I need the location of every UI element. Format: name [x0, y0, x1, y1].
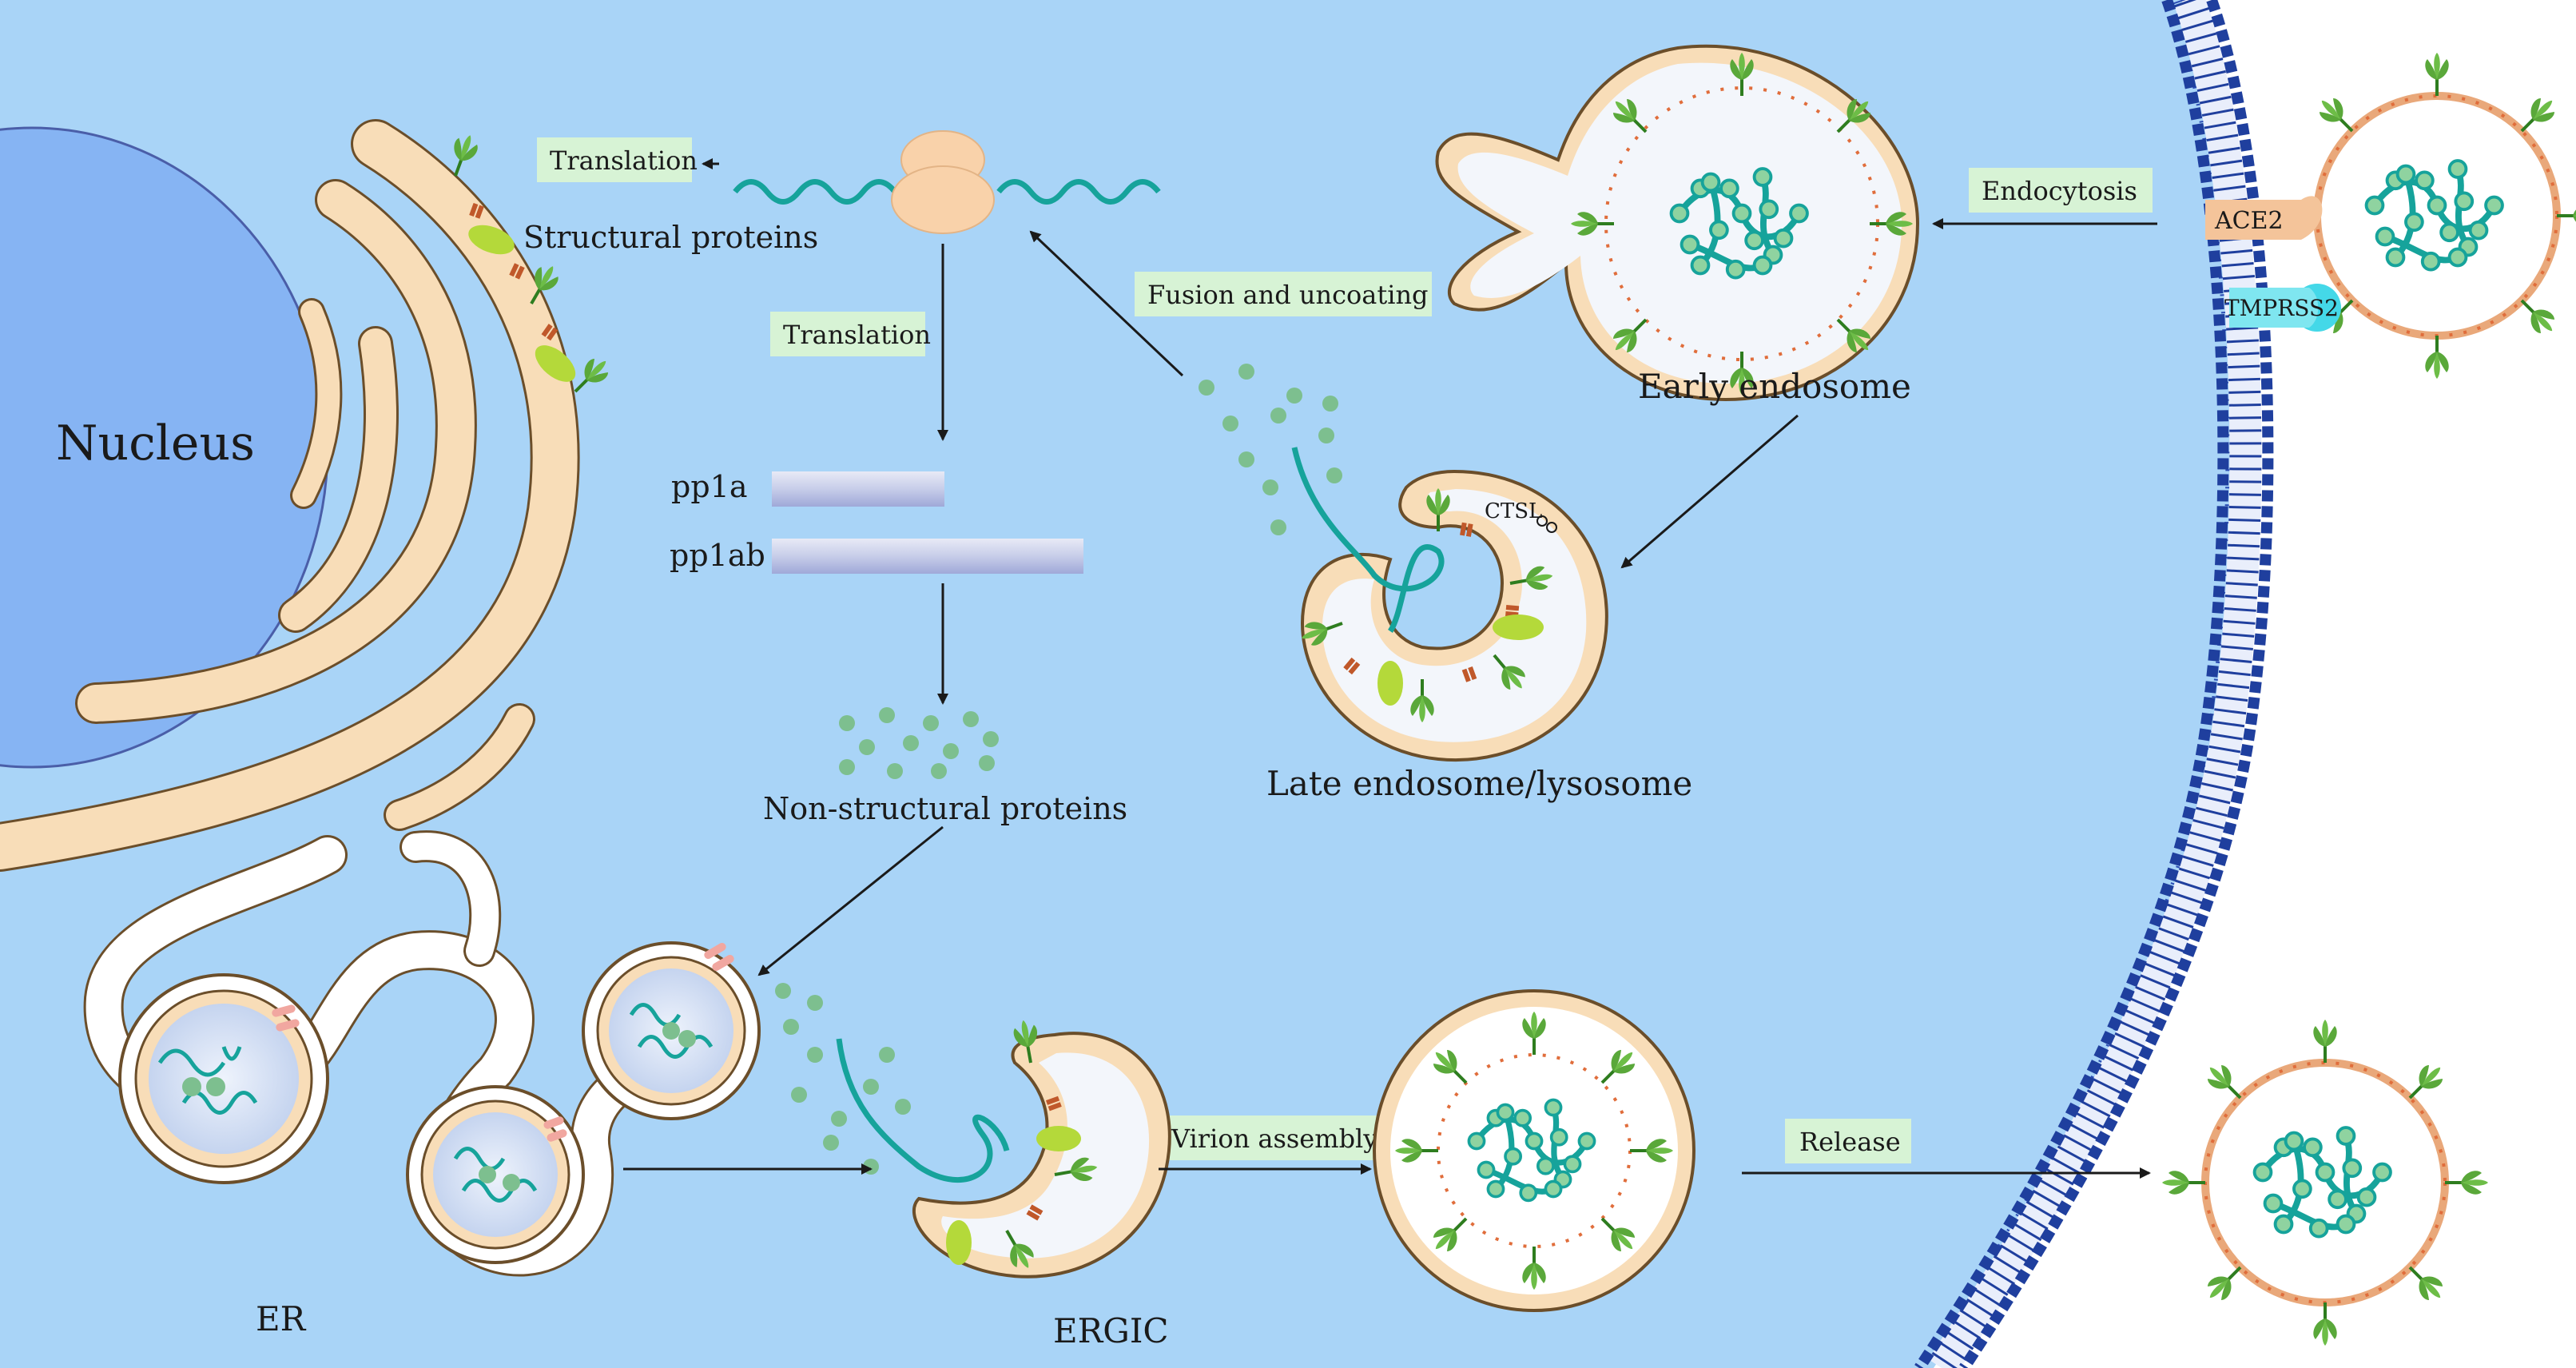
- assembled-virion-vesicle: [1373, 989, 1695, 1312]
- svg-text:ACE2: ACE2: [2214, 207, 2284, 235]
- step-virion-assembly: Virion assembly: [1160, 1115, 1385, 1160]
- ctsl-scissors-icon: CTSL: [1485, 499, 1557, 533]
- step-endocytosis: Endocytosis: [1969, 168, 2153, 213]
- step-translation-top: Translation: [537, 137, 698, 182]
- late-endosome: [1291, 447, 1608, 762]
- pp1ab-label: pp1ab: [670, 538, 765, 573]
- svg-text:Release: Release: [1799, 1127, 1901, 1157]
- svg-text:CTSL: CTSL: [1485, 499, 1542, 523]
- tmprss2-protease: TMPRSS2: [2224, 284, 2341, 332]
- svg-text:Fusion and uncoating: Fusion and uncoating: [1147, 280, 1429, 310]
- structural-proteins-label: Structural proteins: [523, 220, 818, 255]
- flow-arrows: [623, 158, 2157, 1179]
- svg-text:Translation: Translation: [550, 145, 698, 176]
- ergic-compartment: [836, 1016, 1171, 1279]
- ergic-protein-dots: [775, 983, 911, 1175]
- early-endosome: [1435, 44, 1920, 402]
- non-structural-protein-dots: [839, 707, 999, 779]
- nucleus-label: Nucleus: [56, 416, 255, 471]
- pp1a-bar: [772, 471, 944, 507]
- svg-text:Endocytosis: Endocytosis: [1982, 176, 2137, 206]
- released-virion: [2161, 1018, 2490, 1347]
- step-translation-mid: Translation: [770, 312, 931, 356]
- non-structural-proteins-label: Non-structural proteins: [763, 791, 1127, 826]
- step-release: Release: [1785, 1119, 1911, 1163]
- pp1a-label: pp1a: [671, 469, 747, 504]
- step-fusion-uncoating: Fusion and uncoating: [1135, 272, 1432, 316]
- mrna-ribosome: [733, 130, 1161, 234]
- svg-text:Virion assembly: Virion assembly: [1171, 1123, 1377, 1154]
- endoplasmic-reticulum: [0, 119, 580, 872]
- svg-text:TMPRSS2: TMPRSS2: [2224, 295, 2339, 321]
- er-vesicle-network: [83, 830, 761, 1277]
- ace2-receptor: ACE2: [2205, 196, 2323, 240]
- early-endosome-label: Early endosome: [1638, 367, 1911, 406]
- pp1ab-bar: [772, 539, 1083, 574]
- entering-virion: [2313, 51, 2576, 380]
- structural-proteins-on-er: [443, 129, 614, 400]
- er-label: ER: [256, 1299, 307, 1338]
- ergic-label: ERGIC: [1053, 1311, 1169, 1350]
- late-endosome-label: Late endosome/lysosome: [1266, 764, 1692, 803]
- svg-text:Translation: Translation: [783, 320, 931, 350]
- plasma-membrane: [1914, 0, 2274, 1368]
- released-protein-dots: [1199, 364, 1342, 535]
